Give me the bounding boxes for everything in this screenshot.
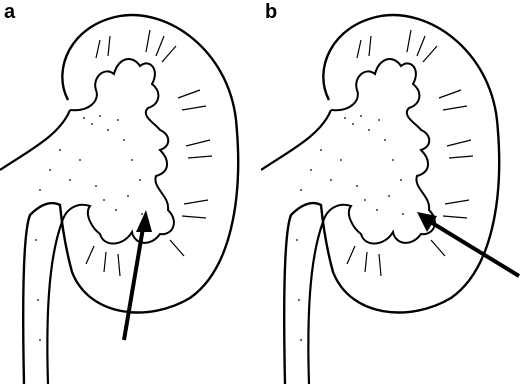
arrow-indicator bbox=[417, 212, 519, 276]
collecting-system-outline bbox=[323, 59, 435, 244]
panel-a: a bbox=[0, 0, 260, 384]
panel-b: b bbox=[261, 0, 521, 384]
stipple-texture bbox=[35, 115, 143, 341]
ureter-inner-wall bbox=[261, 110, 331, 384]
medullary-rays bbox=[347, 30, 473, 276]
arrow-indicator bbox=[124, 210, 152, 340]
collecting-system-outline bbox=[62, 59, 174, 244]
stipple-texture bbox=[296, 115, 404, 341]
ureter-inner-wall bbox=[0, 110, 70, 384]
medullary-rays bbox=[86, 30, 212, 276]
kidney-outline bbox=[23, 15, 238, 384]
kidney-outline bbox=[284, 15, 499, 384]
kidney-illustration-a bbox=[0, 0, 260, 384]
kidney-illustration-b bbox=[261, 0, 521, 384]
